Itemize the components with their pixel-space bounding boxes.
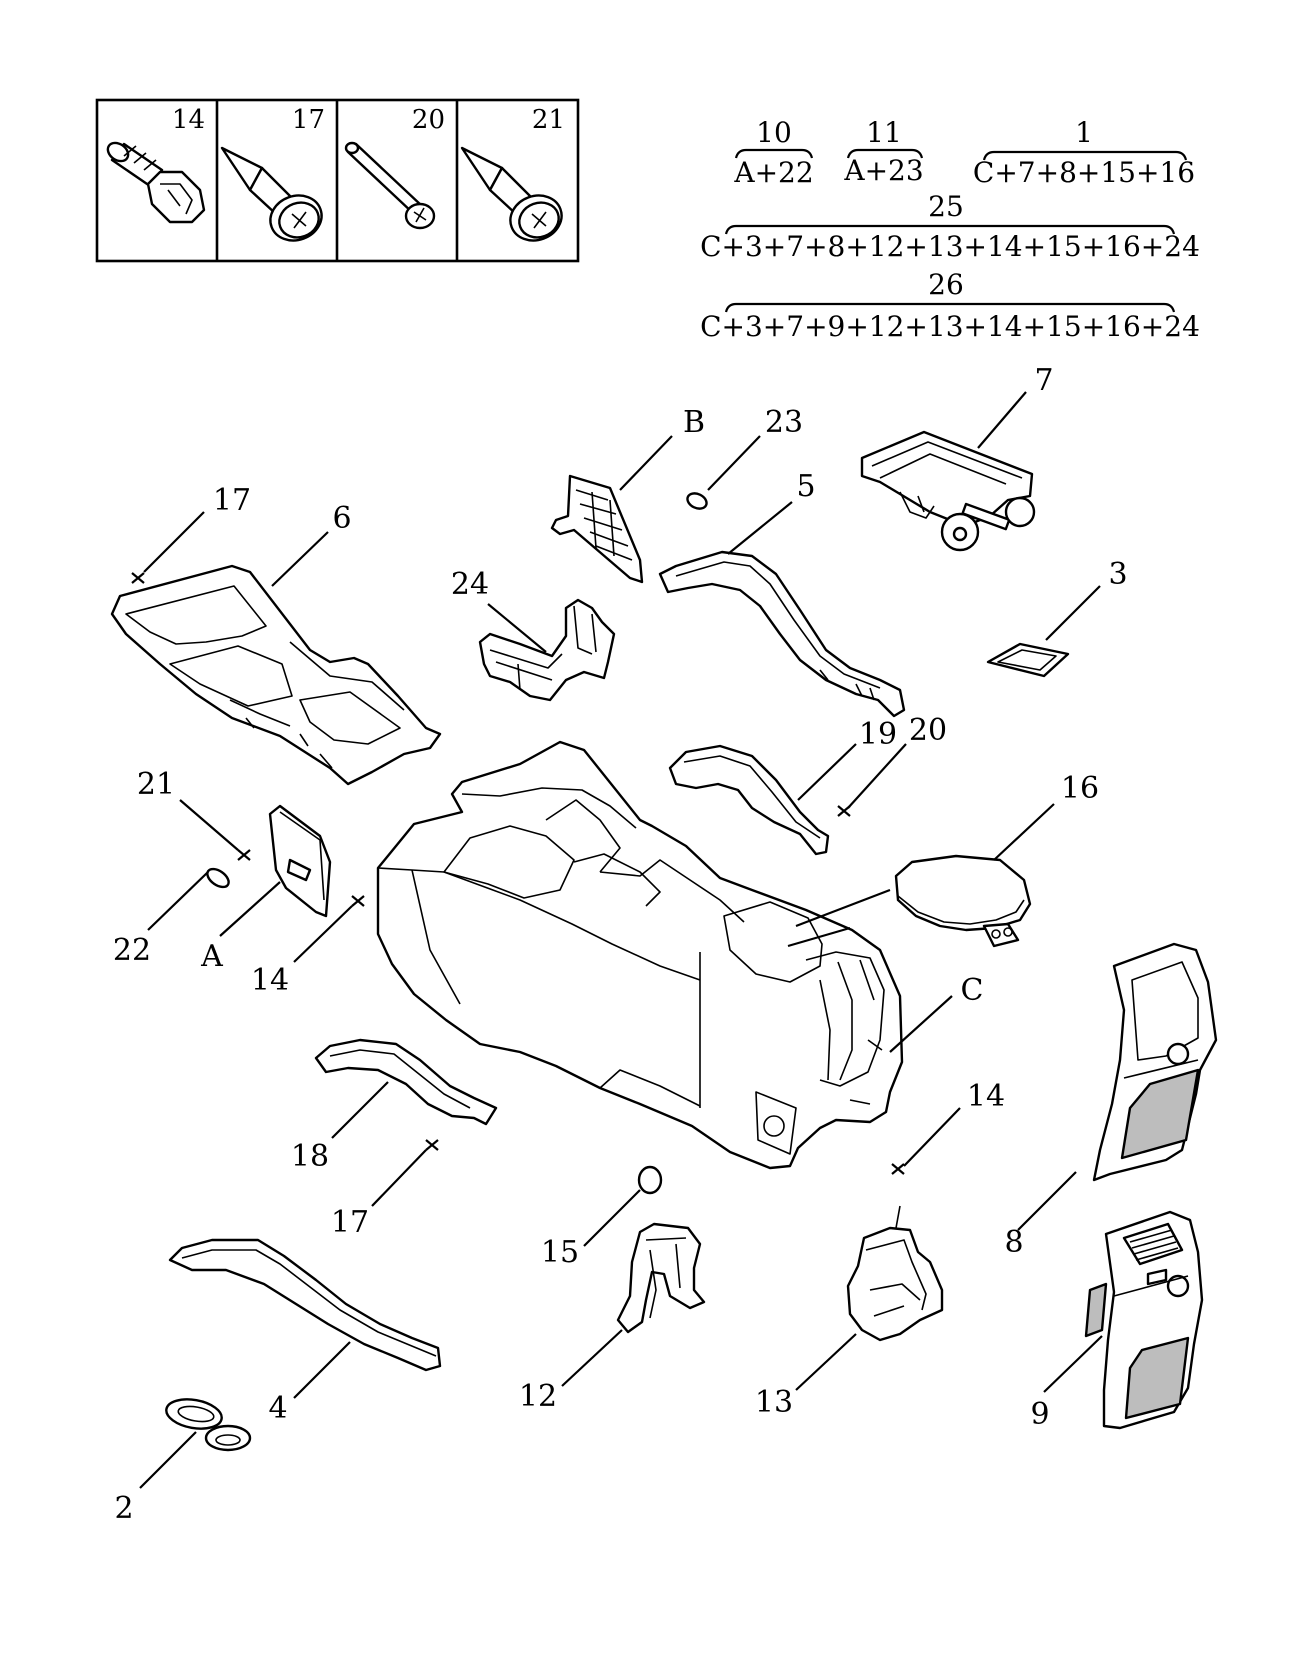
formula-number: 25 xyxy=(928,190,964,223)
callout-24: 24 xyxy=(451,567,489,602)
callout-16: 16 xyxy=(1061,771,1099,806)
formula-number: 26 xyxy=(928,268,964,301)
formula-parts: C+7+8+15+16 xyxy=(973,156,1195,189)
formula-25: 25 C+3+7+8+12+13+14+15+16+24 xyxy=(700,190,1200,263)
callout-14: 14 xyxy=(251,963,289,998)
formula-26: 26 C+3+7+9+12+13+14+15+16+24 xyxy=(700,268,1200,343)
callout-b: B xyxy=(683,405,705,440)
callout-18: 18 xyxy=(291,1139,329,1174)
callout-c: C xyxy=(961,973,984,1008)
clip-screw-icon xyxy=(460,146,563,242)
callout-23: 23 xyxy=(765,405,803,440)
formula-10: 10 A+22 xyxy=(733,116,813,189)
fastener-number: 21 xyxy=(532,105,565,135)
callout-4: 4 xyxy=(268,1391,287,1426)
callout-labels: B 23 7 5 3 24 17 6 19 20 16 21 22 A 14 C… xyxy=(113,363,1128,1526)
pin-icon xyxy=(344,141,436,230)
part-2-ring xyxy=(165,1398,252,1452)
hex-bolt-icon xyxy=(106,141,206,224)
fastener-number: 17 xyxy=(292,105,325,135)
fastener-legend: 14 17 20 21 xyxy=(95,98,580,263)
formula-parts: C+3+7+9+12+13+14+15+16+24 xyxy=(700,310,1200,343)
formula-1: 1 C+7+8+15+16 xyxy=(973,116,1195,189)
callout-2: 2 xyxy=(114,1491,133,1526)
fastener-marks xyxy=(131,572,905,1175)
clip-screw-icon xyxy=(220,146,323,242)
part-c-console-body xyxy=(376,740,904,1170)
part-24-bracket xyxy=(478,598,616,702)
part-12-bracket xyxy=(616,1222,706,1334)
fastener-number: 20 xyxy=(412,105,445,135)
callout-9: 9 xyxy=(1030,1397,1049,1432)
part-19-trim xyxy=(668,744,830,856)
callout-13: 13 xyxy=(755,1385,793,1420)
callout-7: 7 xyxy=(1034,363,1053,398)
callout-8: 8 xyxy=(1004,1225,1023,1260)
part-4-strip xyxy=(168,1238,442,1372)
callout-3: 3 xyxy=(1108,557,1127,592)
part-22-clip xyxy=(206,867,230,889)
part-8-rear-panel xyxy=(1092,942,1218,1182)
part-16-armrest xyxy=(894,854,1032,948)
part-15-plug xyxy=(637,1165,663,1195)
exploded-view: B 23 7 5 3 24 17 6 19 20 16 21 22 A 14 C… xyxy=(110,363,1218,1526)
formula-number: 11 xyxy=(866,116,902,149)
callout-19: 19 xyxy=(859,717,897,752)
part-b-bracket xyxy=(550,474,644,584)
part-3-gasket xyxy=(986,642,1070,678)
callout-5: 5 xyxy=(796,469,815,504)
callout-17: 17 xyxy=(331,1205,369,1240)
leader-lines xyxy=(139,391,1103,1489)
formula-number: 10 xyxy=(756,116,792,149)
part-9-rear-panel xyxy=(1084,1210,1204,1430)
part-5-trim xyxy=(658,550,906,718)
callout-6: 6 xyxy=(332,501,351,536)
callout-21: 21 xyxy=(137,767,175,802)
formula-parts: A+22 xyxy=(733,156,813,189)
part-7-tray xyxy=(860,430,1036,552)
formula-parts: A+23 xyxy=(843,154,923,187)
formula-11: 11 A+23 xyxy=(843,116,923,187)
part-23-plug xyxy=(686,492,708,510)
callout-a: A xyxy=(200,939,223,974)
part-13-bracket xyxy=(846,1205,944,1342)
callout-14: 14 xyxy=(967,1079,1005,1114)
callout-15: 15 xyxy=(541,1235,579,1270)
callout-22: 22 xyxy=(113,933,151,968)
callout-12: 12 xyxy=(519,1379,557,1414)
fastener-number: 14 xyxy=(172,105,205,135)
assembly-formulas: 10 A+22 11 A+23 1 C+7+8+15+16 25 C+3+7+8… xyxy=(700,116,1200,343)
callout-20: 20 xyxy=(909,713,947,748)
part-6-upper-trim xyxy=(110,564,442,786)
callout-17: 17 xyxy=(213,483,251,518)
part-a-side-cover xyxy=(268,804,332,918)
part-18-trim xyxy=(314,1038,498,1126)
formula-parts: C+3+7+8+12+13+14+15+16+24 xyxy=(700,230,1200,263)
formula-number: 1 xyxy=(1075,116,1093,149)
